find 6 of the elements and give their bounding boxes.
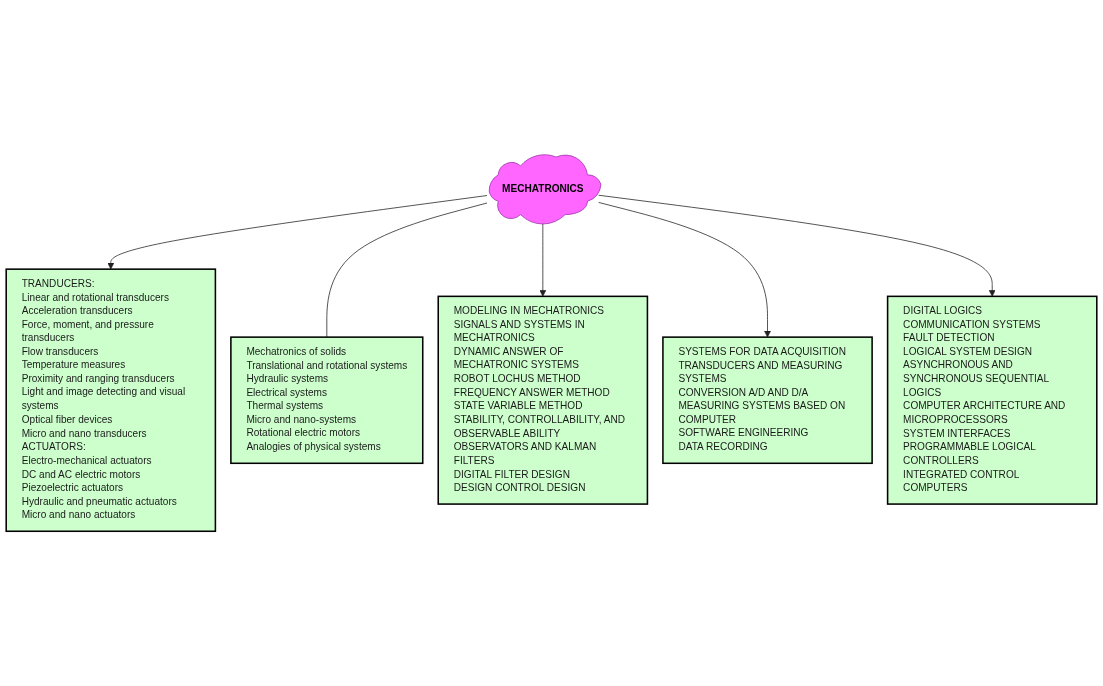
node-box: MODELING IN MECHATRONICS SIGNALS AND SYSTEMS IN MECHATRONICS DYNAMIC ANSWER OF MECHATRONIC SYSTEMS ROBOT LOCHUS METHOD FREQUENCY ANSWER METHOD STATE VARIABLE METHOD STABILITY, CONTROLLABILITY, AND OBSERVABLE ABILITY OBSERVATORS AND KALMAN FILTERS DIGITAL FILTER DESIGN DESIGN CONTROL DESIGN — [437, 295, 649, 505]
node-box: TRANDUCERS: Linear and rotational transducers Acceleration transducers Force, moment, and pressure transducers Flow transducers Temperature measures Proximity and ranging transducers Light and image detecting and visual systems Optical fiber devices Micro and nano transducers ACTUATORS: Electro-mechanical actuators DC and AC electric motors Piezoelectric actuators Hydraulic and pneumatic actuators Micro and nano actuators — [5, 268, 217, 533]
connector — [326, 202, 488, 338]
node-box: DIGITAL LOGICS COMMUNICATION SYSTEMS FAULT DETECTION LOGICAL SYSTEM DESIGN ASYNCHRONOUS AND SYNCHRONOUS SEQUENTIAL LOGICS COMPUTER ARCHITECTURE AND MICROPROCESSORS SYSTEM INTERFACES PROGRAMMABLE LOGICAL CONTROLLERS INTEGRATED CONTROL COMPUTERS — [886, 295, 1098, 505]
node-box: SYSTEMS FOR DATA ACQUISITION TRANSDUCERS AND MEASURING SYSTEMS CONVERSION A/D AND D/A MEASURING SYSTEMS BASED ON COMPUTER SOFTWARE ENGINEERING DATA RECORDING — [662, 336, 873, 465]
node-box: Mechatronics of solids Translational and rotational systems Hydraulic systems Electrical systems Thermal systems Micro and nano-systems Rotational electric motors Analogies of physical systems — [230, 336, 424, 465]
